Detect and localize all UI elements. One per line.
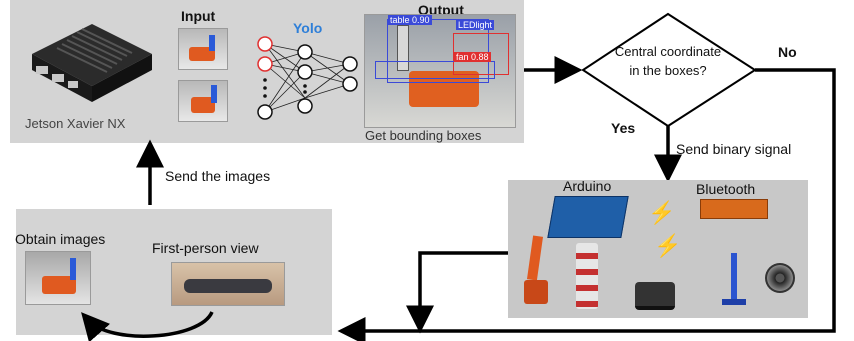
robot-arm-icon (524, 235, 548, 306)
detection-label-fan: fan 0.88 (454, 52, 491, 62)
signal-label: Send binary signal (676, 141, 792, 157)
input-label: Input (181, 8, 216, 24)
model-label: Yolo (293, 20, 323, 36)
fpv-label: First-person view (152, 240, 259, 256)
arduino-label: Arduino (563, 178, 612, 194)
lighthouse-icon (576, 243, 598, 309)
lightning-icon: ⚡ (648, 200, 676, 225)
bluetooth-label: Bluetooth (696, 181, 756, 197)
input-image-2 (178, 80, 228, 122)
arduino-board-icon (547, 196, 629, 238)
first-person-view-image (171, 262, 285, 306)
no-label: No (778, 44, 797, 60)
bluetooth-module-icon (700, 199, 768, 219)
output-image (364, 14, 516, 128)
output-caption: Get bounding boxes (365, 128, 482, 143)
device-label: Jetson Xavier NX (25, 116, 126, 131)
detection-label-table: table 0.90 (388, 15, 432, 25)
detection-label-ledlight: LEDlight (456, 20, 495, 30)
input-image-1 (178, 28, 228, 70)
decision-text: Central coordinate in the boxes? (614, 44, 722, 78)
obtain-images-label: Obtain images (15, 231, 106, 247)
send-images-label: Send the images (165, 168, 271, 184)
yes-label: Yes (611, 120, 636, 136)
led-light-icon (722, 253, 746, 307)
car-icon (635, 282, 675, 310)
obtained-image (25, 251, 91, 305)
fan-icon (765, 263, 795, 293)
lightning-icon: ⚡ (654, 233, 682, 258)
